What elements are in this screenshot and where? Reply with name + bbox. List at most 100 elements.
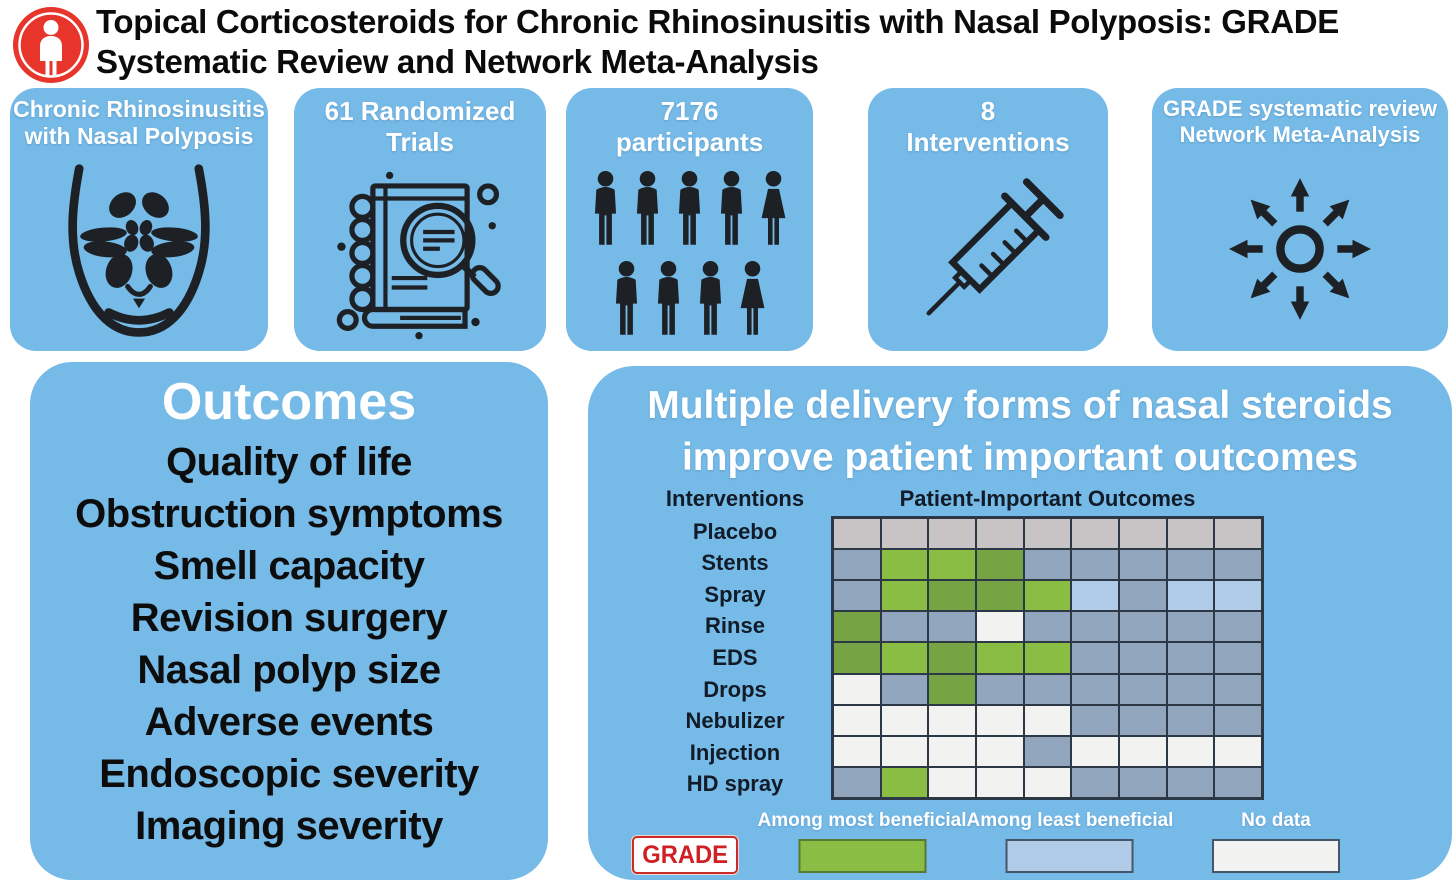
matrix-cell (1120, 767, 1166, 797)
outcome-item: Endoscopic severity (99, 752, 479, 796)
person-icon (715, 169, 748, 254)
matrix-cell (1120, 581, 1166, 611)
matrix-cell (929, 767, 975, 797)
intervention-label: Nebulizer (685, 708, 785, 734)
matrix-cell (929, 705, 975, 735)
info-box-participants: 7176 participants (566, 88, 813, 351)
matrix-cell (1072, 550, 1118, 580)
matrix-cell (1167, 643, 1214, 673)
matrix-cell (1120, 550, 1166, 580)
trials-label-line1: 61 Randomized (324, 96, 516, 126)
matrix-cell (1024, 674, 1071, 704)
title-line-1: Topical Corticosteroids for Chronic Rhin… (96, 3, 1339, 40)
legend-no-data: No data (1212, 810, 1340, 873)
matrix-cell (1215, 643, 1261, 673)
matrix-cell (1167, 674, 1214, 704)
outcomes-title: Outcomes (161, 373, 417, 431)
matrix-cell (1024, 705, 1071, 735)
matrix-cell (1120, 519, 1166, 549)
matrix-cell (1072, 581, 1118, 611)
outcome-item: Smell capacity (153, 544, 425, 588)
person-icon (589, 169, 622, 254)
results-title-line1: Multiple delivery forms of nasal steroid… (647, 384, 1393, 427)
matrix-cell (881, 705, 928, 735)
person-icon (757, 169, 790, 254)
matrix-cell (977, 705, 1023, 735)
matrix-cell (1215, 674, 1261, 704)
intervention-label: Drops (703, 676, 767, 702)
methods-label-line1: GRADE systematic review (1163, 96, 1437, 121)
matrix-cell (977, 612, 1023, 642)
matrix-cell (881, 550, 928, 580)
person-icon (610, 259, 643, 344)
matrix-cell (1072, 674, 1118, 704)
matrix-cell (834, 736, 880, 766)
legend-swatch (798, 839, 926, 873)
participants-word: participants (615, 126, 764, 157)
patient-badge-icon (12, 6, 90, 84)
matrix-cell (1120, 674, 1166, 704)
interventions-label: 8 Interventions (906, 96, 1069, 157)
matrix-cell (834, 612, 880, 642)
interventions-header: Interventions (665, 486, 805, 511)
matrix-cell (977, 736, 1023, 766)
matrix-cell (881, 674, 928, 704)
results-title-line2: improve patient important outcomes (681, 436, 1359, 479)
matrix-cell (834, 674, 880, 704)
matrix-cell (929, 736, 975, 766)
trials-label-line2: Trials (386, 126, 454, 157)
matrix-cell (1167, 581, 1214, 611)
person-icon (631, 169, 664, 254)
matrix-cell (929, 612, 975, 642)
matrix-cell (1024, 612, 1071, 642)
participants-count: 7176 (660, 96, 719, 126)
outcome-item: Imaging severity (135, 804, 443, 848)
matrix-cell (881, 643, 928, 673)
people-row-1 (589, 169, 790, 254)
matrix-cell (1167, 705, 1214, 735)
matrix-cell (977, 767, 1023, 797)
outcome-item: Nasal polyp size (137, 648, 441, 692)
outcome-grid (831, 516, 1264, 800)
matrix-cell (1215, 612, 1261, 642)
intervention-label: Injection (689, 739, 781, 765)
matrix-cell (1120, 643, 1166, 673)
matrix-cell (1215, 705, 1261, 735)
matrix-cell (977, 519, 1023, 549)
matrix-cell (977, 674, 1023, 704)
intervention-label: HD spray (686, 771, 784, 797)
info-box-trials: 61 Randomized Trials (294, 88, 546, 351)
matrix-cell (929, 519, 975, 549)
info-box-condition: Chronic Rhinosinusitis with Nasal Polypo… (10, 88, 268, 351)
matrix-cell (929, 674, 975, 704)
methods-label-line2: Network Meta-Analysis (1179, 121, 1421, 147)
matrix-cell (834, 643, 880, 673)
matrix-cell (1215, 550, 1261, 580)
matrix-cell (1120, 736, 1166, 766)
outcomes-panel: Outcomes Quality of life Obstruction sym… (30, 362, 548, 880)
results-title: Multiple delivery forms of nasal steroid… (588, 380, 1452, 484)
matrix-cell (1215, 736, 1261, 766)
participants-icon (589, 169, 790, 344)
legend-label: No data (1241, 810, 1311, 831)
matrix-cell (1167, 519, 1214, 549)
matrix-cell (834, 550, 880, 580)
people-row-2 (610, 259, 769, 344)
syringe-icon (897, 157, 1079, 351)
info-box-methods: GRADE systematic review Network Meta-Ana… (1152, 88, 1448, 351)
matrix-cell (1072, 612, 1118, 642)
condition-label-line2: with Nasal Polyposis (24, 123, 254, 150)
matrix-cell (977, 581, 1023, 611)
matrix-cell (1024, 519, 1071, 549)
outcome-item: Quality of life (166, 440, 412, 484)
interventions-count: 8 (980, 96, 996, 126)
matrix-cell (929, 550, 975, 580)
legend-swatch (1212, 839, 1340, 873)
intervention-label: Rinse (705, 613, 765, 639)
legend-most-beneficial: Among most beneficial (757, 810, 967, 873)
matrix-cell (929, 581, 975, 611)
matrix-cell (881, 612, 928, 642)
matrix-cell (1024, 643, 1071, 673)
matrix-cell (977, 643, 1023, 673)
